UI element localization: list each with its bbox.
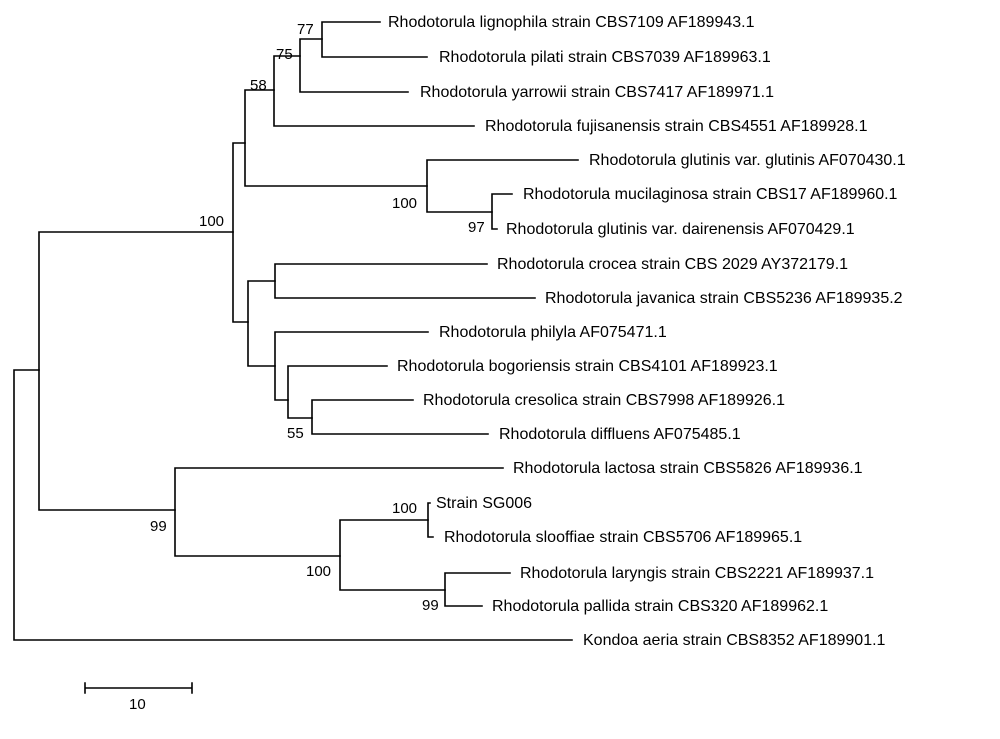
bootstrap-value: 97 [468, 219, 485, 236]
leaf-label: Rhodotorula glutinis var. glutinis AF070… [589, 152, 906, 169]
leaf-label: Rhodotorula lignophila strain CBS7109 AF… [388, 14, 755, 31]
branch-node-sg006 [427, 502, 434, 538]
branch-node-bogoriensis [287, 365, 388, 419]
branch-root [13, 369, 573, 641]
leaf-label: Rhodotorula glutinis var. dairenensis AF… [506, 221, 855, 238]
leaf-label: Rhodotorula bogoriensis strain CBS4101 A… [397, 358, 778, 375]
branch-node-55 [311, 399, 489, 435]
leaf-label: Rhodotorula yarrowii strain CBS7417 AF18… [420, 84, 774, 101]
leaf-labels: Rhodotorula lignophila strain CBS7109 AF… [388, 14, 906, 649]
bootstrap-value: 75 [276, 46, 293, 63]
bootstrap-value: 100 [392, 195, 417, 212]
branch-node-75 [299, 38, 409, 93]
branch-node-58 [273, 55, 475, 127]
branch-node-97 [491, 193, 513, 230]
scale-bar-label: 10 [129, 696, 146, 713]
leaf-label: Rhodotorula javanica strain CBS5236 AF18… [545, 290, 903, 307]
branch-node-glutinis [426, 159, 579, 213]
bootstrap-values: 77 75 58 100 97 100 55 100 100 99 99 [150, 21, 485, 614]
leaf-label: Rhodotorula pallida strain CBS320 AF1899… [492, 598, 828, 615]
scale-bar: 10 [84, 682, 193, 713]
bootstrap-value: 77 [297, 21, 314, 38]
leaf-label: Rhodotorula slooffiae strain CBS5706 AF1… [444, 529, 802, 546]
bootstrap-value: 100 [199, 213, 224, 230]
branch-node-philyla [274, 331, 429, 401]
bootstrap-value: 99 [422, 597, 439, 614]
branch-node-99b [444, 572, 511, 607]
branch-clade-a [232, 142, 249, 323]
branch-node-crocea [274, 263, 536, 299]
branch-clade-a2 [247, 280, 276, 367]
scale-bar-line [84, 682, 193, 694]
bootstrap-value: 58 [250, 77, 267, 94]
leaf-label: Rhodotorula crocea strain CBS 2029 AY372… [497, 256, 848, 273]
branch-node-100b [339, 519, 446, 591]
branch-node-77 [321, 21, 428, 58]
branch-ingroup [38, 231, 234, 511]
leaf-label: Rhodotorula diffluens AF075485.1 [499, 426, 741, 443]
leaf-label: Rhodotorula mucilaginosa strain CBS17 AF… [523, 186, 898, 203]
leaf-label: Rhodotorula lactosa strain CBS5826 AF189… [513, 460, 863, 477]
leaf-label: Strain SG006 [436, 495, 532, 512]
bootstrap-value: 100 [392, 500, 417, 517]
branch-clade-b [174, 467, 504, 557]
branch-clade-a1 [244, 89, 428, 187]
leaf-label: Kondoa aeria strain CBS8352 AF189901.1 [583, 632, 886, 649]
leaf-label: Rhodotorula cresolica strain CBS7998 AF1… [423, 392, 785, 409]
bootstrap-value: 55 [287, 425, 304, 442]
leaf-label: Rhodotorula philyla AF075471.1 [439, 324, 667, 341]
bootstrap-value: 100 [306, 563, 331, 580]
bootstrap-value: 99 [150, 518, 167, 535]
tree-branches [13, 21, 579, 641]
leaf-label: Rhodotorula pilati strain CBS7039 AF1899… [439, 49, 771, 66]
leaf-label: Rhodotorula laryngis strain CBS2221 AF18… [520, 565, 874, 582]
leaf-label: Rhodotorula fujisanensis strain CBS4551 … [485, 118, 868, 135]
